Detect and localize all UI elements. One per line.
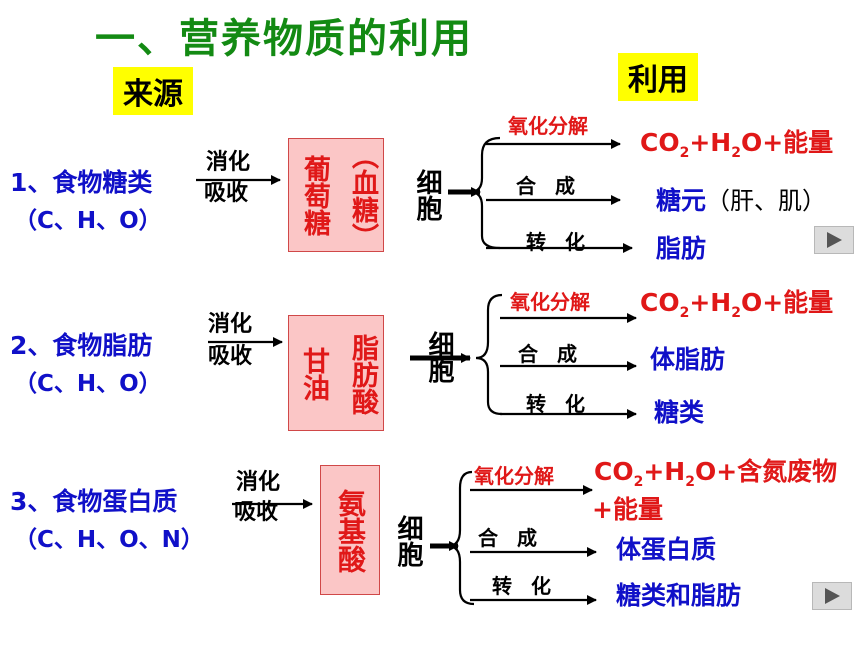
header-source: 来源 [113,67,193,115]
result-1c: 脂肪 [656,234,707,263]
formula-1: （C、H、O） [14,208,162,234]
process-2a: 氧化分解 [510,290,590,314]
formula-3: （C、H、O、N） [14,527,204,553]
play-button-2[interactable] [812,582,852,610]
result-3a-cont: +能量 [592,495,663,524]
formula-2: （C、H、O） [14,371,162,397]
result-3b: 体蛋白质 [616,535,717,564]
digest-label-3b: 吸收 [234,500,279,525]
play-button-1[interactable] [814,226,854,254]
cell-label-2: 细胞 [424,331,454,383]
brace-2 [475,293,503,416]
result-3a: CO2+H2O+含氮废物 [594,457,838,490]
process-3b: 合 成 [478,526,543,550]
glycerol-label: 甘油 [298,347,329,401]
digest-label-1a: 消化 [206,150,251,175]
source-1: 1、食物糖类 [10,168,153,197]
digest-label-3a: 消化 [236,470,281,495]
process-1b: 合 成 [516,174,581,198]
result-2a: CO2+H2O+能量 [640,288,834,321]
page-title: 一、营养物质的利用 [95,16,473,62]
blood-sugar-note: （血糖） [347,142,378,250]
process-2b: 合 成 [518,342,583,366]
cell-label-3: 细胞 [393,515,423,567]
source-2: 2、食物脂肪 [10,331,153,360]
process-3a: 氧化分解 [474,464,554,488]
result-1a: CO2+H2O+能量 [640,128,834,161]
digest-label-1b: 吸收 [204,181,249,206]
amino-acid-label: 氨基酸 [334,489,367,573]
amino-acid-box [320,465,380,595]
result-2b: 体脂肪 [650,345,726,374]
digest-label-2b: 吸收 [208,344,253,369]
result-3c: 糖类和脂肪 [616,581,742,610]
glucose-label: 葡萄糖 [299,154,330,236]
fatty-acid-label: 脂肪酸 [347,333,378,415]
brace-1 [469,136,501,250]
process-2c: 转 化 [526,392,591,416]
cell-label-1: 细胞 [412,169,442,221]
result-1b: 糖元（肝、肌） [656,186,827,215]
glucose-box [288,138,384,252]
header-use: 利用 [618,53,698,101]
process-1a: 氧化分解 [508,114,588,138]
process-1c: 转 化 [526,230,591,254]
result-2c: 糖类 [654,398,705,427]
process-3c: 转 化 [492,574,557,598]
glycerol-fatty-acid-box [288,315,384,431]
brace-3 [447,470,475,606]
digest-label-2a: 消化 [208,312,253,337]
source-3: 3、食物蛋白质 [10,487,178,516]
